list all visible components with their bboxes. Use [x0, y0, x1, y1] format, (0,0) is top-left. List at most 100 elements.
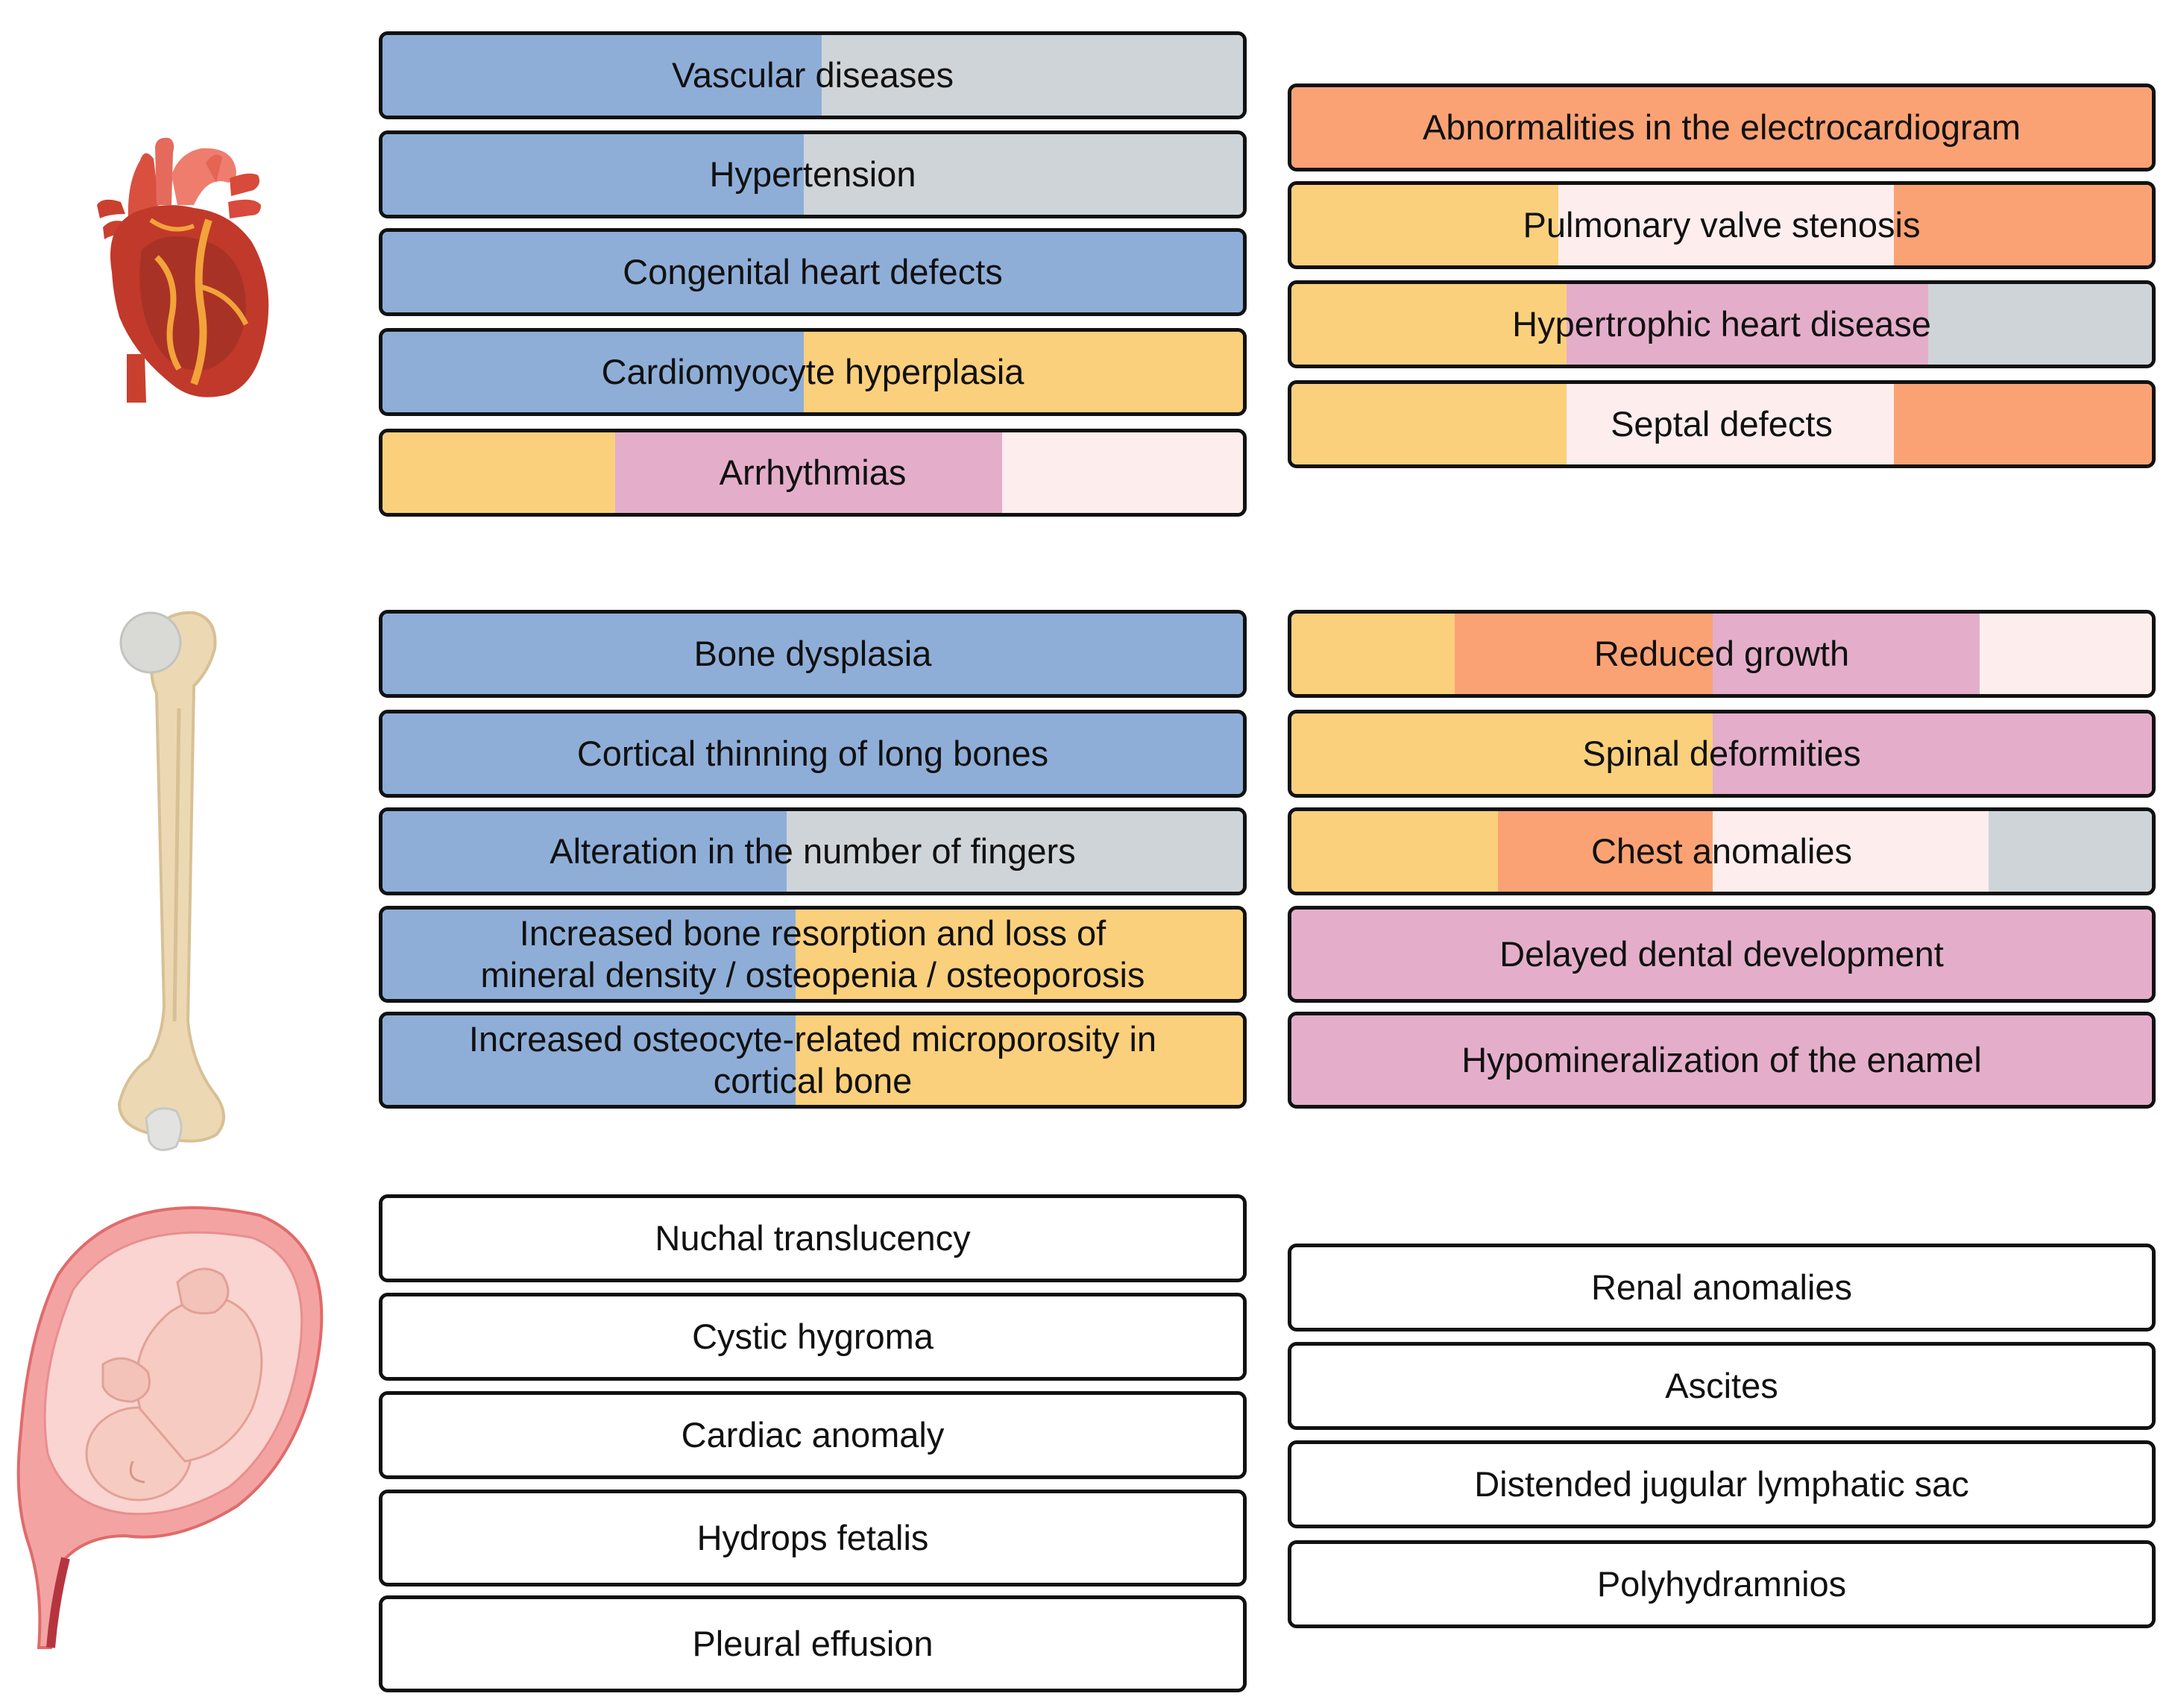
category-segment-orange: [1497, 811, 1713, 892]
finding-box-ecg-abnormalities: Abnormalities in the electrocardiogram: [1288, 83, 2156, 171]
category-color-bar: [383, 35, 1243, 116]
finding-label: Distended jugular lymphatic sac: [1474, 1464, 1969, 1504]
finding-box-enamel-hypomineralization: Hypomineralization of the enamel: [1288, 1012, 2156, 1109]
finding-box-bone-dysplasia: Bone dysplasia: [379, 610, 1247, 698]
finding-box-septal-defects: Septal defects: [1288, 380, 2156, 468]
category-segment-white: [1291, 1247, 2152, 1328]
finding-label: Bone dysplasia: [693, 634, 932, 673]
category-segment-blue: [383, 811, 787, 892]
category-segment-pink: [1567, 284, 1928, 365]
finding-label: Arrhythmias: [719, 453, 907, 492]
finding-box-renal-anomalies: Renal anomalies: [1288, 1244, 2156, 1332]
finding-label: Delayed dental development: [1499, 934, 1944, 974]
category-color-bar: [1291, 1346, 2152, 1426]
category-segment-orange: [1893, 185, 2152, 265]
finding-label: Cortical thinning of long bones: [576, 734, 1049, 773]
category-segment-white: [383, 1493, 1243, 1583]
category-segment-pink: [1291, 910, 2152, 999]
category-segment-white: [1291, 1544, 2152, 1625]
category-segment-orange: [1893, 384, 2152, 464]
finding-label: Abnormalities in the electrocardiogram: [1423, 107, 2021, 147]
finding-label: Cardiomyocyte hyperplasia: [601, 352, 1024, 391]
category-segment-white: [383, 1599, 1243, 1689]
category-segment-white: [1291, 1444, 2152, 1525]
finding-box-pleural-effusion: Pleural effusion: [379, 1595, 1247, 1692]
category-segment-lightpink: [1980, 614, 2152, 694]
category-segment-yellow: [1291, 614, 1455, 694]
heart-illustration: [97, 137, 269, 403]
finding-label: Polyhydramnios: [1596, 1564, 1847, 1604]
finding-box-cystic-hygroma: Cystic hygroma: [379, 1293, 1247, 1381]
category-segment-orange: [1455, 614, 1713, 694]
finding-box-hypertrophic-heart-disease: Hypertrophic heart disease: [1288, 280, 2156, 368]
category-segment-blue: [383, 1015, 796, 1105]
finding-box-nuchal-translucency: Nuchal translucency: [379, 1194, 1247, 1282]
finding-label: Increased bone resorption and loss of mi…: [480, 913, 1145, 995]
category-color-bar: [383, 1395, 1243, 1475]
category-segment-yellow: [383, 432, 615, 513]
category-segment-grey: [787, 811, 1243, 892]
category-segment-blue: [383, 35, 822, 116]
finding-box-cardiomyocyte-hyperplasia: Cardiomyocyte hyperplasia: [379, 328, 1247, 416]
category-segment-white: [1291, 1346, 2152, 1426]
category-segment-grey: [821, 35, 1243, 116]
category-color-bar: [383, 1198, 1243, 1279]
category-segment-pink: [1291, 1015, 2152, 1105]
category-color-bar: [383, 1599, 1243, 1689]
category-color-bar: [1291, 614, 2152, 694]
category-color-bar: [1291, 87, 2152, 168]
category-segment-blue: [383, 713, 1243, 794]
finding-box-arrhythmias: Arrhythmias: [379, 429, 1247, 517]
category-segment-blue: [383, 232, 1243, 312]
finding-label: Increased osteocyte-related microporosit…: [468, 1019, 1157, 1100]
category-segment-yellow: [1291, 284, 1567, 365]
category-color-bar: [1291, 284, 2152, 365]
finding-label: Hypomineralization of the enamel: [1461, 1040, 1982, 1080]
finding-label: Hypertrophic heart disease: [1512, 304, 1931, 344]
finding-box-distended-jugular-lymphatic-sac: Distended jugular lymphatic sac: [1288, 1440, 2156, 1528]
category-segment-pink: [1713, 614, 1980, 694]
finding-box-spinal-deformities: Spinal deformities: [1288, 710, 2156, 798]
finding-label: Alteration in the number of fingers: [550, 831, 1076, 871]
category-color-bar: [383, 1015, 1243, 1105]
finding-box-cortical-thinning: Cortical thinning of long bones: [379, 710, 1247, 798]
finding-label: Renal anomalies: [1590, 1267, 1853, 1307]
finding-label: Cardiac anomaly: [681, 1415, 945, 1455]
category-segment-pink: [614, 432, 1002, 513]
finding-box-delayed-dental-development: Delayed dental development: [1288, 906, 2156, 1003]
category-segment-blue: [383, 332, 805, 412]
category-segment-white: [383, 1296, 1243, 1377]
category-segment-white: [383, 1395, 1243, 1475]
finding-box-pulmonary-valve-stenosis: Pulmonary valve stenosis: [1288, 181, 2156, 269]
category-segment-lightpink: [1558, 185, 1894, 265]
finding-box-chest-anomalies: Chest anomalies: [1288, 807, 2156, 895]
category-color-bar: [383, 432, 1243, 513]
category-segment-grey: [1927, 284, 2152, 365]
category-color-bar: [383, 1296, 1243, 1377]
finding-box-congenital-heart-defects: Congenital heart defects: [379, 228, 1247, 316]
category-color-bar: [1291, 1247, 2152, 1328]
finding-box-bone-resorption: Increased bone resorption and loss of mi…: [379, 906, 1247, 1003]
finding-label: Vascular diseases: [672, 55, 954, 95]
finding-label: Cystic hygroma: [692, 1317, 934, 1356]
finding-label: Reduced growth: [1593, 634, 1850, 673]
category-segment-yellow: [1291, 185, 1558, 265]
category-color-bar: [1291, 1544, 2152, 1625]
finding-label: Ascites: [1665, 1366, 1778, 1405]
category-segment-yellow: [795, 1015, 1243, 1105]
category-color-bar: [383, 910, 1243, 999]
finding-box-hypertension: Hypertension: [379, 130, 1247, 218]
finding-box-ascites: Ascites: [1288, 1342, 2156, 1430]
finding-label: Pleural effusion: [692, 1624, 934, 1663]
finding-box-osteocyte-microporosity: Increased osteocyte-related microporosit…: [379, 1012, 1247, 1109]
finding-box-polyhydramnios: Polyhydramnios: [1288, 1540, 2156, 1628]
category-segment-yellow: [804, 332, 1243, 412]
category-segment-white: [383, 1198, 1243, 1279]
category-color-bar: [1291, 713, 2152, 794]
finding-box-vascular-diseases: Vascular diseases: [379, 31, 1247, 119]
category-color-bar: [383, 713, 1243, 794]
finding-label: Congenital heart defects: [623, 252, 1003, 292]
finding-box-cardiac-anomaly: Cardiac anomaly: [379, 1391, 1247, 1479]
category-segment-pink: [1713, 713, 2152, 794]
